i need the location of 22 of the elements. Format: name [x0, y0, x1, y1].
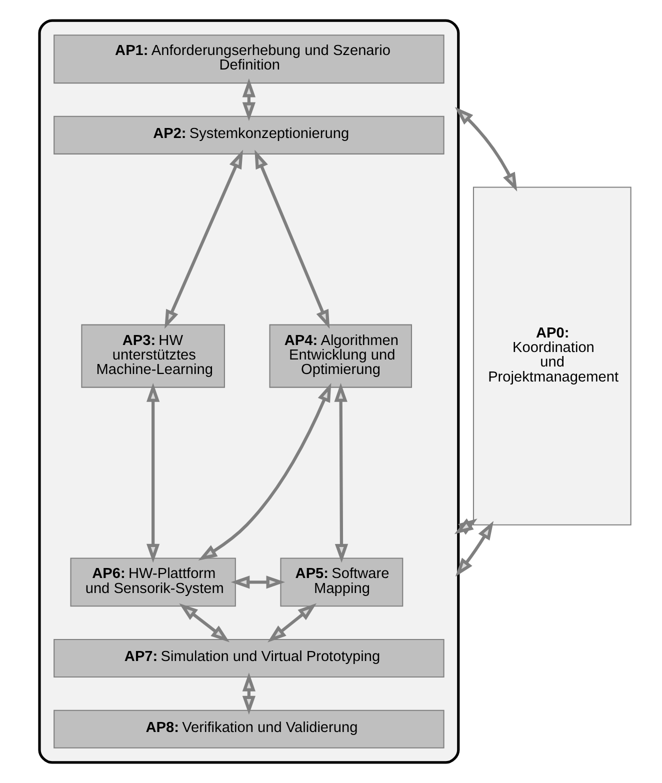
arrow — [198, 383, 332, 560]
node-box: AP1: Anforderungserhebung und Szenario Definition — [54, 34, 444, 84]
node-box: AP5: Software Mapping — [280, 558, 404, 607]
arrow — [242, 672, 256, 715]
arrow — [164, 150, 243, 329]
node-box: AP7: Simulation und Virtual Prototyping — [54, 638, 444, 678]
node-box: AP6: HW-Plattform und Sensorik-System — [70, 558, 236, 607]
cluster — [38, 19, 460, 764]
arrow — [454, 106, 518, 192]
arrow — [254, 150, 330, 329]
node-box: AP8: Verifikation und Validierung — [54, 710, 444, 748]
arrow — [179, 603, 230, 642]
node-box: AP3: HW unterstütztes Machine-Learning — [81, 324, 225, 388]
arrow — [230, 576, 286, 589]
node-box: AP4: Algorithmen Entwicklung und Optimierung — [269, 324, 412, 388]
arrow — [268, 603, 317, 642]
arrow — [242, 78, 256, 122]
node-box: AP0: Koordination und Projektmanagement — [472, 186, 632, 526]
arrow — [455, 520, 494, 577]
arrow — [146, 383, 160, 563]
node-box: AP2: Systemkonzeptionierung — [54, 116, 444, 154]
arrow — [334, 383, 348, 563]
